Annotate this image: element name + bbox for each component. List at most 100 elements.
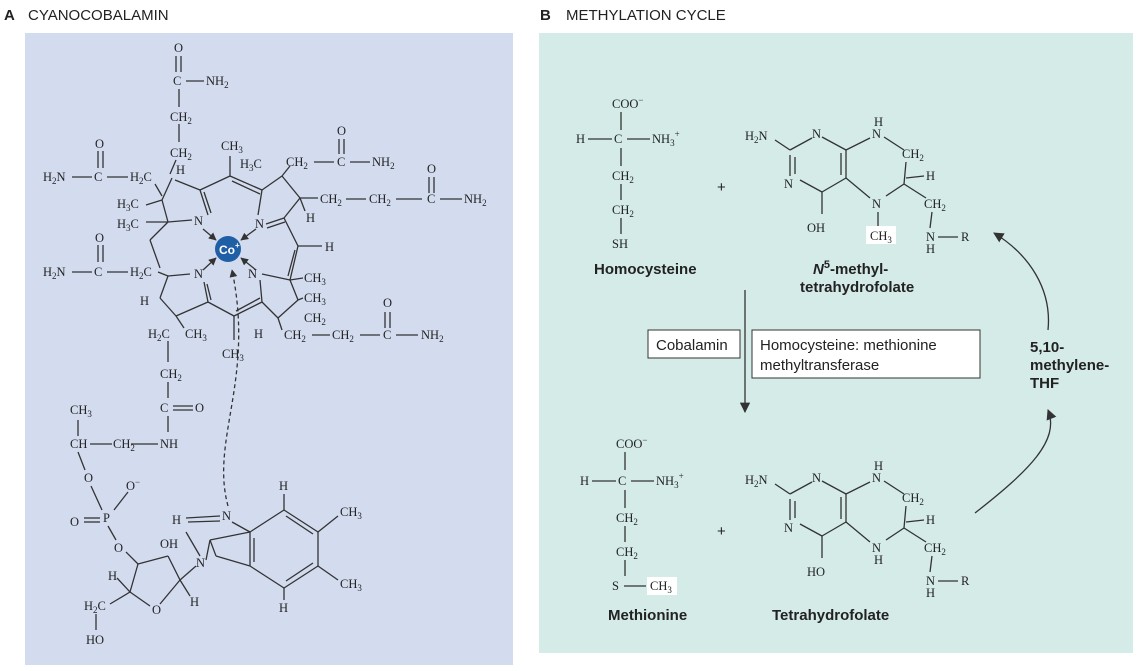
group-h2c-left1: H2C: [130, 170, 152, 186]
met-nh3: NH3+: [656, 471, 684, 490]
group-ch3-bridge-top: CH3: [221, 139, 243, 155]
hcy-ch2-1: CH2: [612, 169, 634, 185]
methionine-label: Methionine: [608, 607, 687, 624]
thf-h5: H: [874, 553, 883, 567]
atom-o-chain: O: [195, 401, 204, 415]
thf-ch2-side: CH2: [924, 541, 946, 557]
thf-h6: H: [926, 513, 935, 527]
group-nh2-d: NH2: [421, 328, 444, 344]
atom-h-ribose1: H: [108, 569, 117, 583]
group-ch3-d2: CH3: [304, 291, 326, 307]
homocysteine-structure: COO− H C NH3+ CH2 CH2 SH: [576, 95, 680, 251]
atom-o-top: O: [174, 41, 183, 55]
mthf-h2n: H2N: [745, 129, 768, 145]
group-ch2-d3: CH2: [332, 328, 354, 344]
atom-o-b2: O: [427, 162, 436, 176]
enzyme-box: [751, 329, 981, 379]
hcy-nh3: NH3+: [652, 129, 680, 148]
group-ch2-d1: CH2: [304, 311, 326, 327]
thf-ho: HO: [807, 565, 825, 579]
atom-c-top: C: [173, 74, 181, 88]
recycle-label-3: THF: [1030, 375, 1059, 392]
group-h2n-left2: H2N: [43, 265, 66, 281]
recycle-arrow-lower: [974, 409, 1057, 514]
group-ch2-b1: CH2: [286, 155, 308, 171]
atom-p: P: [103, 511, 110, 525]
met-coo: COO−: [616, 435, 647, 451]
met-c: C: [618, 474, 626, 488]
mthf-ch2-side: CH2: [924, 197, 946, 213]
hcy-coo: COO−: [612, 95, 643, 111]
recycle-label-1: 5,10-: [1030, 339, 1064, 356]
atom-h-ribose2: H: [190, 595, 199, 609]
mthf-ch2: CH2: [902, 147, 924, 163]
atom-c-d: C: [383, 328, 391, 342]
group-h3c-a2: H3C: [117, 217, 139, 233]
atom-nh-chain: NH: [160, 437, 178, 451]
atom-n-ring-b: N: [255, 217, 264, 231]
met-s: S: [612, 579, 619, 593]
n5-methyl-thf-structure: H2N N N OH N H CH2 H N CH3 CH2 N H: [745, 115, 970, 256]
n5-methyl-thf-label-2: tetrahydrofolate: [800, 279, 914, 296]
thf-ch2: CH2: [902, 491, 924, 507]
mthf-n1: N: [812, 127, 821, 141]
atom-h-bzim-bottom: H: [279, 601, 288, 615]
thf-h8: H: [874, 459, 883, 473]
atom-h-ring-a: H: [176, 163, 185, 177]
thf-label: Tetrahydrofolate: [772, 607, 889, 624]
atom-c-b1: C: [337, 155, 345, 169]
group-ch2-chain1: CH2: [160, 367, 182, 383]
mthf-n-side: N: [926, 230, 935, 244]
atom-o-ester: O: [84, 471, 93, 485]
atom-h-bzim: H: [172, 513, 181, 527]
atom-o-left2: O: [95, 231, 104, 245]
group-ch2-b2: CH2: [320, 192, 342, 208]
atom-o-phosphoryl: O: [70, 515, 79, 529]
group-h2c-left2: H2C: [130, 265, 152, 281]
group-nh2-b1: NH2: [372, 155, 395, 171]
group-ch2-d2: CH2: [284, 328, 306, 344]
group-h2n-left1: H2N: [43, 170, 66, 186]
group-ch3-bridge-bottom: CH3: [222, 347, 244, 363]
group-ch2-top1: CH2: [170, 110, 192, 126]
atom-n-ring-a: N: [194, 214, 203, 228]
thf-r: R: [961, 574, 970, 588]
group-h3c-b: H3C: [240, 157, 262, 173]
mthf-n8: N: [872, 127, 881, 141]
atom-n-ring-d: N: [248, 267, 257, 281]
cyanocobalamin-structure: O C NH2 CH2 CH2 O H2N C H2C H N H3C H3C: [43, 41, 487, 647]
mthf-oh: OH: [807, 221, 825, 235]
thf-n8: N: [872, 471, 881, 485]
atom-h-ring-d: H: [254, 327, 263, 341]
recycle-label-2: methylene-: [1030, 357, 1109, 374]
atom-h-ring-b: H: [306, 211, 315, 225]
met-h: H: [580, 474, 589, 488]
hcy-ch2-2: CH2: [612, 203, 634, 219]
group-ch3-bzim2: CH3: [340, 577, 362, 593]
panel-a-background: [25, 33, 513, 665]
plus-sign-bottom: +: [717, 523, 726, 540]
mthf-n3: N: [784, 177, 793, 191]
group-h2c-ribose: H2C: [84, 599, 106, 615]
atom-c-b2: C: [427, 192, 435, 206]
panel-b-letter: B: [540, 7, 551, 24]
atom-o-left1: O: [95, 137, 104, 151]
atom-n-bzim1: N: [196, 556, 205, 570]
met-ch2-1: CH2: [616, 511, 638, 527]
atom-h-ring-c: H: [140, 294, 149, 308]
panel-b-title: METHYLATION CYCLE: [566, 7, 726, 24]
plus-sign-top: +: [717, 179, 726, 196]
group-nh2-b2: NH2: [464, 192, 487, 208]
hcy-c: C: [614, 132, 622, 146]
mthf-h6: H: [926, 169, 935, 183]
thf-n3: N: [784, 521, 793, 535]
atom-o-p-ribose: O: [114, 541, 123, 555]
mthf-h-side: H: [926, 242, 935, 256]
cofactor-box: [647, 329, 741, 359]
group-ch3-bzim1: CH3: [340, 505, 362, 521]
cobalt-label: Co+: [219, 241, 240, 257]
mthf-ch3: CH3: [870, 229, 892, 245]
group-ch3-ring-c: CH3: [185, 327, 207, 343]
group-nh2-top: NH2: [206, 74, 229, 90]
group-ch2-top2: CH2: [170, 146, 192, 162]
